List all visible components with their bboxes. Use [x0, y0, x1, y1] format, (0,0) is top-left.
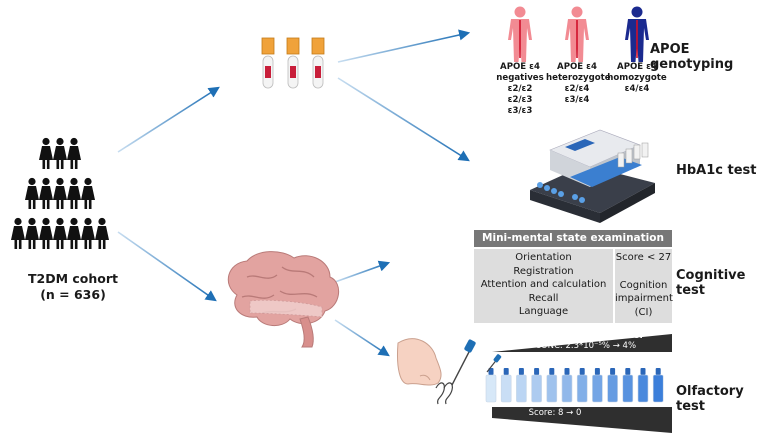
- arrow-tubes-to-genotyping: [337, 29, 471, 63]
- mmse-item: Orientation: [515, 252, 572, 263]
- genotype-header: APOE ε4: [500, 62, 540, 72]
- body-figures-icon: [508, 6, 649, 62]
- bottle-icon: [485, 368, 497, 403]
- arrow-brain-to-olfactory: [334, 319, 390, 357]
- genotype-column-heterozygote: APOE ε4 heterozygote ε2/ε4 ε3/ε4: [546, 62, 611, 106]
- hba1c-title: HbA1c test: [676, 163, 757, 178]
- cohort-n: (n = 636): [40, 287, 106, 302]
- body-figure-icon: [565, 6, 589, 62]
- genotype-header: negatives: [496, 73, 544, 83]
- bottle-icon: [531, 368, 542, 403]
- body-figure-icon: [508, 6, 532, 62]
- mmse-item: Attention and calculation: [480, 279, 607, 290]
- arrow-tubes-to-hba1c: [337, 77, 470, 162]
- buthanol-label: Buthanol: [597, 331, 643, 341]
- sample-bottles-icon: [485, 368, 664, 403]
- person-icon: [81, 177, 95, 209]
- genotype-column-homozygote: APOE ε4 homozygote ε4/ε4: [606, 62, 668, 95]
- bottle-icon: [561, 368, 573, 403]
- person-icon: [39, 137, 53, 169]
- bottle-icon: [652, 368, 664, 403]
- person-icon: [39, 217, 53, 249]
- mmse-table-header: Mini-mental state examination: [474, 230, 672, 247]
- concentration-label: CONC: 2.3*10⁻⁵% → 4%: [534, 341, 637, 351]
- genotype-header: homozygote: [607, 73, 667, 83]
- impairment-line: Cognition: [619, 279, 668, 291]
- bottle-icon: [576, 368, 588, 403]
- mmse-criteria: Score < 27 Cognition impairment (CI): [615, 249, 673, 323]
- arrow-brain-to-mmse: [334, 260, 391, 283]
- arrow-cohort-to-brain: [117, 231, 217, 302]
- person-icon: [25, 217, 39, 249]
- genotype-column-negatives: APOE ε4 negatives ε2/ε2 ε2/ε3 ε3/ε3: [492, 62, 548, 117]
- bottle-icon: [637, 368, 649, 403]
- dropper-icon: [435, 339, 476, 405]
- impairment-line: impairment: [615, 293, 673, 304]
- mmse-item: Registration: [513, 265, 574, 277]
- person-icon: [81, 217, 95, 249]
- genotype-value: ε2/ε2: [507, 84, 533, 94]
- genotype-value: ε2/ε4: [564, 84, 590, 94]
- person-icon: [53, 177, 67, 209]
- person-icon: [11, 217, 25, 249]
- genotype-value: ε2/ε3: [507, 95, 533, 105]
- genotype-header: APOE ε4: [557, 62, 597, 72]
- score-wedge: [492, 407, 672, 433]
- impairment-line: (CI): [634, 306, 653, 318]
- cohort-title: T2DM cohort: [27, 271, 118, 286]
- bottle-icon: [516, 368, 527, 403]
- genotype-value: ε3/ε4: [564, 95, 590, 105]
- analyzer-machine-icon: [530, 129, 655, 223]
- bottle-icon: [607, 368, 618, 403]
- person-icon: [53, 137, 67, 169]
- cohort-people-icon: [11, 137, 109, 249]
- cognitive-title: Cognitive test: [676, 268, 746, 298]
- cohort-label: T2DM cohort (n = 636): [18, 271, 128, 303]
- person-icon: [95, 217, 109, 249]
- small-dropper-icon: [486, 354, 502, 373]
- genotype-header: heterozygote: [546, 73, 611, 83]
- bottle-icon: [622, 368, 634, 403]
- blood-tubes-icon: [261, 37, 325, 89]
- person-icon: [39, 177, 53, 209]
- bottle-icon: [500, 368, 512, 403]
- nose-icon: [397, 338, 442, 386]
- person-icon: [67, 137, 81, 169]
- person-icon: [53, 217, 67, 249]
- person-icon: [67, 217, 81, 249]
- person-icon: [67, 177, 81, 209]
- bottle-icon: [592, 368, 603, 403]
- person-icon: [25, 177, 39, 209]
- flow-arrows: [117, 29, 471, 357]
- genotype-value: ε4/ε4: [624, 84, 650, 94]
- mmse-item: Language: [518, 306, 569, 317]
- mmse-score-threshold: Score < 27: [615, 252, 672, 263]
- arrow-cohort-to-tubes: [117, 86, 220, 153]
- olfactory-score-label: Score: 8 → 0: [528, 408, 582, 418]
- brain-icon: [227, 251, 340, 348]
- concentration-wedge: [492, 334, 672, 352]
- mmse-item: Recall: [528, 292, 559, 304]
- genotype-header: APOE ε4: [617, 62, 657, 72]
- body-figure-icon: [625, 6, 649, 62]
- mmse-items: Orientation Registration Attention and c…: [474, 249, 613, 323]
- bottle-icon: [546, 368, 558, 403]
- olfactory-title: Olfactory test: [676, 384, 744, 414]
- genotyping-title: APOE genotyping: [650, 42, 734, 72]
- genotype-value: ε3/ε3: [507, 106, 533, 116]
